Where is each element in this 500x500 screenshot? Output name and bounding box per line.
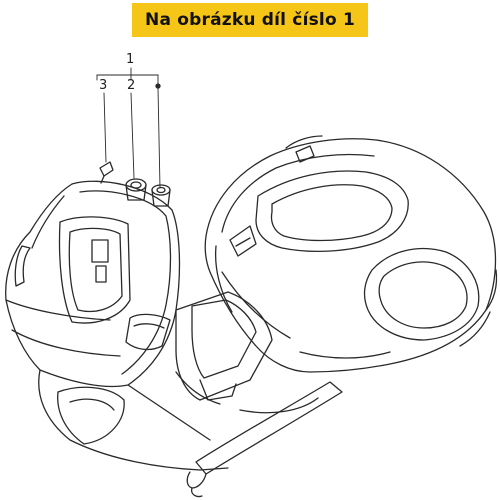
side-rail — [186, 381, 343, 498]
callout-3: 3 — [99, 78, 108, 93]
front-shield — [5, 180, 181, 388]
callout-leaders — [96, 67, 161, 189]
title-banner: Na obrázku díl číslo 1 — [132, 3, 368, 37]
rear-body — [204, 135, 498, 373]
banner-title: Na obrázku díl číslo 1 — [145, 10, 355, 30]
footboard — [175, 291, 319, 414]
callout-2: 2 — [127, 78, 136, 93]
callout-1: 1 — [126, 52, 135, 67]
lower-front-lip — [38, 369, 229, 471]
